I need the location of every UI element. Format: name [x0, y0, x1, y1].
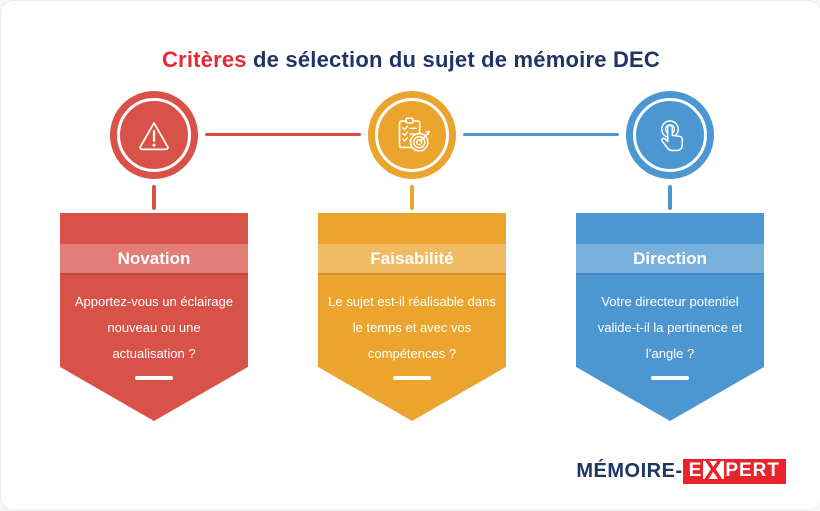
- direction-circle-ring: [633, 98, 707, 172]
- clipboard-checklist-target-icon: [398, 117, 430, 152]
- novation-vertical-connector: [152, 185, 156, 210]
- faisabilite-banner-title: Faisabilité: [370, 248, 454, 268]
- warning-triangle-icon: [139, 122, 169, 151]
- direction-banner-title-band: Direction: [576, 244, 764, 273]
- faisabilite-circle-ring: [375, 98, 449, 172]
- direction-body-line: l’angle ?: [645, 346, 695, 361]
- novation-banner: Novation Apportez-vous un éclairage nouv…: [60, 213, 248, 421]
- page-title-rest: de sélection du sujet de mémoire DEC: [246, 46, 661, 72]
- direction-banner-title: Direction: [633, 248, 707, 268]
- connector-line-right: [463, 133, 619, 136]
- direction-circle: [626, 91, 714, 179]
- faisabilite-vertical-connector: [410, 185, 414, 210]
- faisabilite-body-line: le temps et avec vos: [352, 320, 472, 335]
- page-title: Critères de sélection du sujet de mémoir…: [1, 47, 820, 73]
- faisabilite-body-line: compétences ?: [367, 346, 457, 361]
- faisabilite-banner-dash: [393, 376, 431, 380]
- novation-banner-body: Apportez-vous un éclairage nouveau ou un…: [60, 289, 248, 367]
- faisabilite-banner: Faisabilité Le sujet est-il réalisable d…: [318, 213, 506, 421]
- faisabilite-circle: [368, 91, 456, 179]
- novation-body-line: nouveau ou une: [107, 320, 201, 335]
- direction-banner: Direction Votre directeur potentiel vali…: [576, 213, 764, 421]
- novation-banner-title-band: Novation: [60, 244, 248, 273]
- faisabilite-banner-title-band: Faisabilité: [318, 244, 506, 273]
- logo-expert-e: E: [688, 460, 703, 481]
- direction-vertical-connector: [668, 185, 672, 210]
- novation-circle-ring: [117, 98, 191, 172]
- novation-circle: [110, 91, 198, 179]
- direction-body-line: Votre directeur potentiel: [601, 294, 739, 309]
- novation-body-line: actualisation ?: [112, 346, 196, 361]
- direction-banner-body: Votre directeur potentiel valide-t-il la…: [576, 289, 764, 367]
- faisabilite-banner-body: Le sujet est-il réalisable dans le temps…: [318, 289, 506, 367]
- touch-click-icon: [661, 120, 684, 152]
- novation-banner-title: Novation: [117, 248, 191, 268]
- direction-body-line: valide-t-il la pertinence et: [597, 320, 743, 335]
- page-title-highlight: Critères: [161, 46, 247, 72]
- connector-line-left: [205, 133, 361, 136]
- direction-banner-dash: [651, 376, 689, 380]
- logo-stylized-x: X: [703, 455, 725, 485]
- novation-body-line: Apportez-vous un éclairage: [74, 294, 234, 309]
- novation-banner-dash: [135, 376, 173, 380]
- faisabilite-body-line: Le sujet est-il réalisable dans: [328, 294, 496, 309]
- logo-brand-text: MÉMOIRE-: [576, 460, 683, 482]
- logo-expert-rest: PERT: [725, 460, 780, 481]
